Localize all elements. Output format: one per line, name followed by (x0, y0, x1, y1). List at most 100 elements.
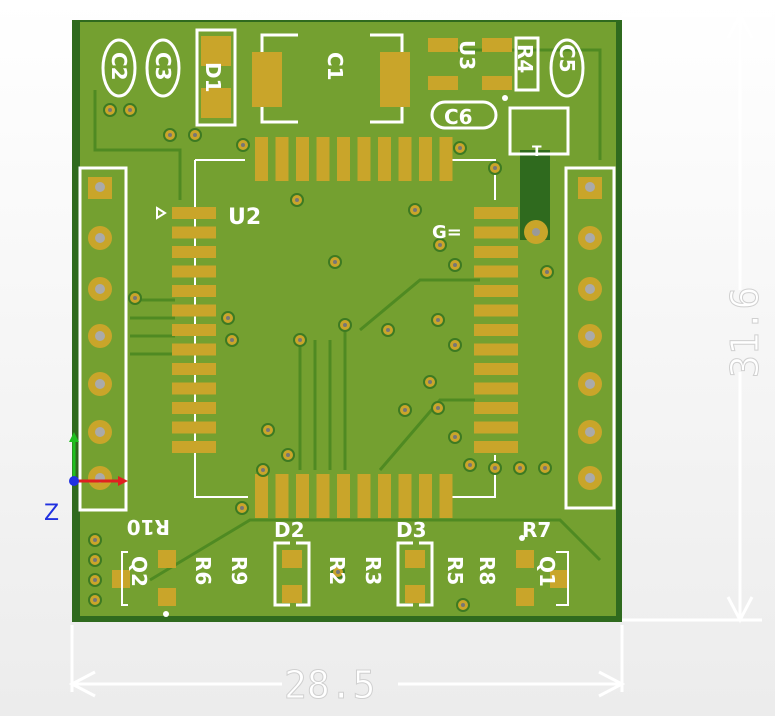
u2-pad (172, 324, 216, 336)
label-u3: U3 (455, 40, 479, 70)
via-hole (453, 343, 457, 347)
u2-pad (474, 304, 518, 317)
header-pin-hole (95, 284, 105, 294)
u2-pad (337, 137, 350, 181)
dimension-width: 28.5 (68, 625, 626, 708)
label-r2: R2 (325, 556, 349, 585)
via-hole (108, 108, 112, 112)
u2-pad (419, 137, 432, 181)
u2-pad (255, 137, 268, 181)
u2-pad (398, 137, 412, 181)
via-hole (461, 603, 465, 607)
via-hole (518, 466, 522, 470)
via-hole (336, 570, 340, 574)
u2-pad (172, 402, 216, 414)
via-hole (436, 318, 440, 322)
u2-pad (316, 137, 330, 181)
u2-pad (275, 137, 289, 181)
via-hole (241, 143, 245, 147)
u2-pad (172, 441, 216, 453)
via-hole (386, 328, 390, 332)
via-hole (453, 435, 457, 439)
via-hole (436, 406, 440, 410)
label-d1: D1 (201, 62, 225, 93)
label-c5: C5 (555, 44, 579, 73)
via-hole (413, 208, 417, 212)
via-hole (261, 468, 265, 472)
via-hole (493, 466, 497, 470)
u2-pads (172, 137, 518, 518)
via-hole (403, 408, 407, 412)
header-pin-hole (585, 182, 595, 192)
via-hole (543, 466, 547, 470)
u2-pad (474, 402, 518, 414)
label-g: G= (432, 222, 462, 243)
via-hole (295, 198, 299, 202)
u2-pad (474, 285, 518, 297)
via-hole (93, 558, 97, 562)
dimension-width-value: 28.5 (284, 663, 376, 707)
label-r9: R9 (227, 556, 251, 585)
u2-pad (474, 363, 518, 375)
via-hole (93, 538, 97, 542)
header-pin-hole (585, 233, 595, 243)
axis-z-label: Z (44, 501, 59, 526)
u2-pad (474, 421, 518, 434)
label-u2: U2 (228, 205, 261, 230)
label-r3: R3 (361, 556, 385, 585)
u2-pad (378, 474, 391, 518)
header-pin-hole (95, 379, 105, 389)
u2-pad (337, 474, 350, 518)
u2-pad (474, 324, 518, 336)
label-r10: R10 (127, 515, 170, 539)
header-pin-hole (585, 473, 595, 483)
header-pin-hole (585, 427, 595, 437)
label-c2: C2 (107, 52, 131, 81)
dimension-height-value: 31.6 (723, 286, 767, 378)
u2-pad (172, 246, 216, 258)
via-hole (240, 506, 244, 510)
vias (88, 103, 554, 612)
u2-pad (357, 474, 371, 518)
u2-pad (474, 265, 518, 278)
via-hole (93, 598, 97, 602)
header-pin-hole (585, 284, 595, 294)
u2-pad (474, 207, 518, 219)
via-hole (93, 578, 97, 582)
header-pin-hole (585, 379, 595, 389)
via-hole (428, 380, 432, 384)
u2-pad (172, 421, 216, 434)
label-r8: R8 (475, 556, 499, 585)
via-hole (453, 263, 457, 267)
via-hole (266, 428, 270, 432)
u2-pad (172, 226, 216, 239)
via-hole (128, 108, 132, 112)
u2-pad (378, 137, 391, 181)
via-hole (193, 133, 197, 137)
dimension-height: 31.6 (622, 11, 772, 624)
u2-pad (296, 137, 309, 181)
u2-pad (172, 285, 216, 297)
label-r7: R7 (522, 518, 551, 542)
via-hole (230, 338, 234, 342)
u2-pad (419, 474, 432, 518)
regulator-outline (508, 106, 570, 156)
u2-pad (316, 474, 330, 518)
via-hole (438, 243, 442, 247)
label-c3: C3 (151, 52, 175, 81)
label-r4: R4 (513, 44, 537, 73)
header-pin-hole (95, 233, 105, 243)
u2-pad (172, 363, 216, 375)
u2-pad (439, 137, 453, 181)
via-hole (168, 133, 172, 137)
label-q2: Q2 (127, 556, 151, 587)
label-r6: R6 (191, 556, 215, 585)
label-r5: R5 (443, 556, 467, 585)
via-hole (493, 166, 497, 170)
header-pin-hole (95, 331, 105, 341)
via-hole (468, 463, 472, 467)
label-d2: D2 (274, 518, 305, 542)
u2-pad (357, 137, 371, 181)
via-hole (458, 146, 462, 150)
